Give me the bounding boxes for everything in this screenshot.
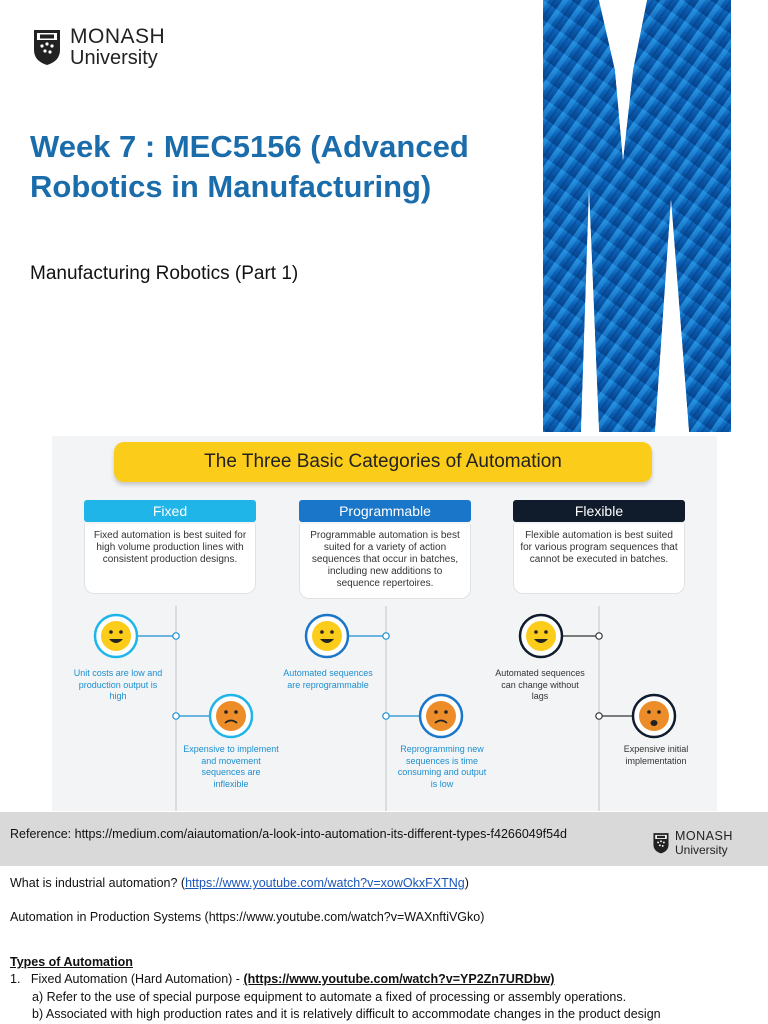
happy-face-icon [304,613,350,659]
fixed-pro-caption: Unit costs are low and production output… [73,668,163,701]
category-fixed-header: Fixed [84,500,256,522]
reference-bar: Reference: https://medium.com/aiautomati… [0,812,768,866]
happy-face-icon [93,613,139,659]
q1-end: ) [464,876,469,890]
category-flexible-description: Flexible automation is best suited for v… [513,524,685,594]
industrial-automation-line: What is industrial automation? (https://… [10,876,469,890]
category-programmable: Programmable Programmable automation is … [299,500,471,599]
crest-icon [34,30,60,65]
automation-infographic: The Three Basic Categories of Automation… [52,436,717,811]
fixed-automation-link[interactable]: (https://www.youtube.com/watch?v=YP2Zn7U… [243,972,555,986]
ref-logo-name: MONASH [675,829,733,843]
industrial-automation-link[interactable]: https://www.youtube.com/watch?v=xowOkxFX… [185,876,465,890]
category-programmable-description: Programmable automation is best suited f… [299,524,471,599]
production-systems-line: Automation in Production Systems (https:… [10,910,485,924]
infographic-banner: The Three Basic Categories of Automation [114,442,652,482]
ref-logo-sub: University [675,842,728,857]
programmable-pro-caption: Automated sequences are reprogrammable [283,668,373,690]
reference-monash-logo: MONASH University [652,830,733,856]
q1-label: What is industrial automation? ( [10,876,186,890]
sad-face-icon [631,693,677,739]
title-slide: MONASH University Week 7 : MEC5156 (Adva… [0,0,768,432]
sad-face-icon [418,693,464,739]
reference-text: Reference: https://medium.com/aiautomati… [10,827,568,841]
category-flexible-header: Flexible [513,500,685,522]
category-programmable-header: Programmable [299,500,471,522]
fixed-automation-point-a: a) Refer to the use of special purpose e… [32,990,627,1004]
monash-logo: MONASH University [32,26,165,68]
slide-subtitle: Manufacturing Robotics (Part 1) [30,263,299,284]
flexible-con-caption: Expensive initial implementation [623,744,689,766]
logo-name: MONASH [70,25,166,48]
fixed-automation-item: 1. Fixed Automation (Hard Automation) - … [10,972,554,986]
fixed-con-caption: Expensive to implement and movement sequ… [183,744,279,789]
category-fixed: Fixed Fixed automation is best suited fo… [84,500,256,594]
category-flexible: Flexible Flexible automation is best sui… [513,500,685,594]
happy-face-icon [518,613,564,659]
slide-title: Week 7 : MEC5156 (Advanced Robotics in M… [30,129,469,205]
timeline-graphic [93,606,677,811]
fixed-automation-point-b: b) Associated with high production rates… [32,1007,661,1021]
flexible-pro-caption: Automated sequences can change without l… [495,668,585,701]
monash-m-graphic [543,0,731,432]
programmable-con-caption: Reprogramming new sequences is time cons… [397,744,487,789]
category-fixed-description: Fixed automation is best suited for high… [84,524,256,594]
logo-sub: University [70,47,158,69]
item1-label: 1. Fixed Automation (Hard Automation) - [10,972,244,986]
sad-face-icon [208,693,254,739]
types-heading: Types of Automation [10,955,133,969]
crest-icon [653,832,669,854]
